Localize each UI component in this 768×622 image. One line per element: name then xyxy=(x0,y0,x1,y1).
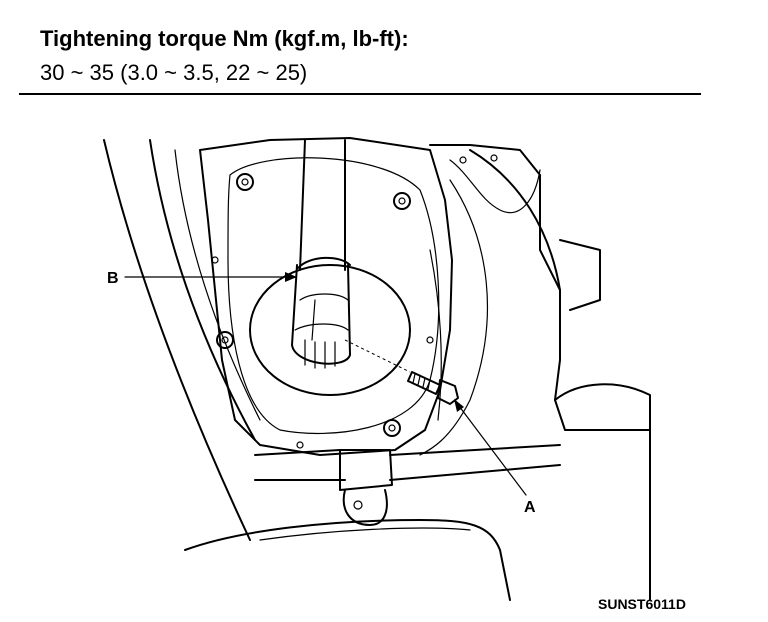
frame-rail-left xyxy=(103,139,251,541)
torque-spec-title: Tightening torque Nm (kgf.m, lb-ft): xyxy=(40,26,409,51)
figure-code: SUNST6011D xyxy=(598,596,686,612)
bolt-a xyxy=(407,371,459,405)
mounting-plate xyxy=(199,137,453,456)
clamp xyxy=(339,449,393,491)
floor-panel xyxy=(184,519,511,601)
pump-sleeve xyxy=(291,264,351,365)
pump-shaft xyxy=(299,139,346,271)
body-structure-right xyxy=(429,144,651,431)
callout-b: B xyxy=(107,270,119,287)
callout-a: A xyxy=(524,499,536,516)
pump-opening xyxy=(249,264,411,396)
frame-rail-inner xyxy=(149,139,256,441)
torque-spec-value: 30 ~ 35 (3.0 ~ 3.5, 22 ~ 25) xyxy=(40,60,308,85)
plate-bolts xyxy=(211,173,434,449)
leader-a xyxy=(455,401,527,496)
header-divider xyxy=(19,93,701,95)
